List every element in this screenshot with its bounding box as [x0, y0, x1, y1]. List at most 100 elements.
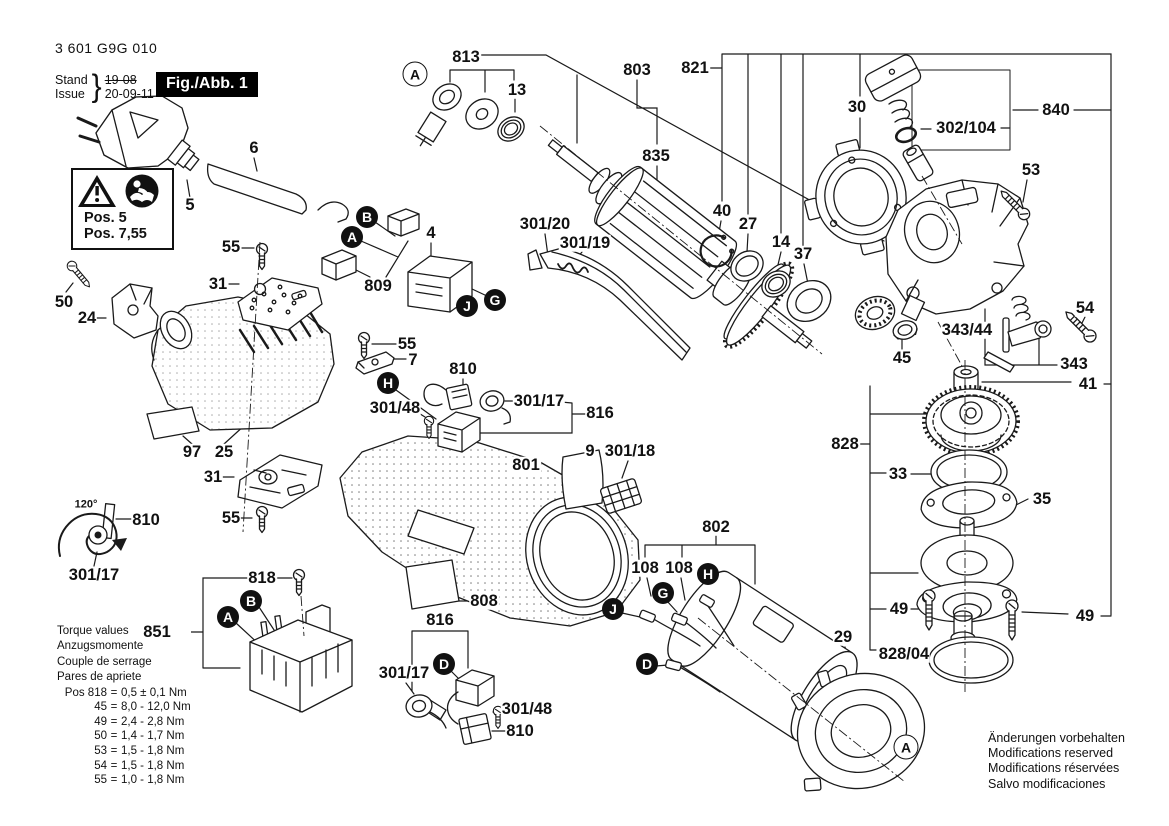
torque-title-de: Anzugsmomente	[57, 640, 144, 653]
footnote-line: Modifications réservées	[988, 761, 1120, 776]
part-baffle-9	[561, 449, 604, 510]
stand-value: 19-08	[104, 73, 137, 87]
part-label-97: 97	[181, 442, 203, 461]
part-label-808: 808	[469, 591, 499, 610]
part-label-49: 49	[1074, 606, 1096, 625]
part-label-808	[405, 559, 460, 610]
part-label-33: 33	[887, 464, 909, 483]
part-bearing-cover-30	[804, 139, 907, 256]
part-label-828: 828	[830, 434, 860, 453]
part-connector-blocks-809	[321, 208, 420, 281]
part-label-45: 45	[891, 348, 913, 367]
part-label-6: 6	[248, 138, 260, 157]
part-retainer-37	[786, 279, 832, 323]
part-label-301-20: 301/20	[518, 214, 572, 233]
part-cover-301-18	[599, 478, 643, 514]
pos-line-2: Pos. 7,55	[84, 226, 147, 242]
part-clip-7	[355, 351, 395, 375]
part-o-ring-27	[730, 250, 764, 282]
part-label-108: 108	[664, 558, 694, 577]
ref-marker-A: A	[341, 226, 363, 248]
part-pinion-nut-45	[854, 294, 926, 340]
part-label-813: 813	[451, 47, 481, 66]
modifications-note: Änderungen vorbehalten Modifications res…	[988, 731, 1125, 792]
part-label-25: 25	[213, 442, 235, 461]
torque-row: 45=8,0 - 12,0 Nm	[94, 701, 191, 714]
part-cable-coil-810	[57, 503, 127, 557]
part-name-plate-97	[146, 406, 200, 440]
torque-title-fr: Couple de serrage	[57, 655, 152, 668]
footnote-line: Modifications reserved	[988, 746, 1114, 761]
part-gear-housing	[885, 179, 1029, 315]
torque-row: 54=1,5 - 1,8 Nm	[94, 759, 185, 772]
type-number: 3 601 G9G 010	[55, 40, 158, 56]
part-label-37: 37	[792, 244, 814, 263]
part-cover-plate-31-top	[237, 277, 323, 331]
part-label-803: 803	[622, 60, 652, 79]
part-label-801: 801	[511, 455, 541, 474]
torque-row: 49=2,4 - 2,8 Nm	[94, 715, 185, 728]
ref-marker-H: H	[377, 372, 399, 394]
part-spring-301-19	[557, 262, 589, 274]
part-label-301-17: 301/17	[67, 565, 121, 584]
issue-label: Issue	[55, 87, 85, 101]
part-o-ring-828-04	[928, 636, 1014, 684]
part-label-120-: 120°	[73, 498, 99, 511]
part-label-816: 816	[425, 610, 455, 629]
part-label-54: 54	[1074, 298, 1096, 317]
part-label-40: 40	[711, 201, 733, 220]
ref-marker-J: J	[602, 598, 624, 620]
part-o-ring-302-104	[894, 126, 918, 144]
detail-box-840	[911, 69, 1011, 151]
torque-title-en: Torque values	[57, 625, 129, 637]
part-label-301-18: 301/18	[603, 441, 657, 460]
part-label-55: 55	[220, 508, 242, 527]
pos-line-1: Pos. 5	[84, 210, 127, 226]
part-label-4: 4	[425, 223, 437, 242]
ref-marker-A: A	[217, 606, 239, 628]
part-carbon-brush	[415, 111, 447, 147]
part-label-816: 816	[585, 403, 615, 422]
part-spindle-lock-840	[864, 54, 934, 182]
part-label-840: 840	[1041, 100, 1071, 119]
part-label-31: 31	[207, 274, 229, 293]
part-label-301-17: 301/17	[377, 663, 431, 682]
part-label-27: 27	[737, 214, 759, 233]
part-label-301-48: 301/48	[500, 699, 554, 718]
stand-issue-block: Stand Issue } 19-08 20-09-11	[55, 69, 154, 104]
part-bracket-24	[111, 283, 159, 339]
part-label-810: 810	[448, 359, 478, 378]
part-label-29: 29	[832, 627, 854, 646]
part-label-50: 50	[53, 292, 75, 311]
ref-marker-J: J	[456, 295, 478, 317]
part-gasket-35	[920, 481, 1018, 529]
ref-marker-G: G	[484, 289, 506, 311]
part-label-14: 14	[770, 232, 792, 251]
torque-title-es: Pares de apriete	[57, 671, 142, 684]
part-bearing-cover-29	[790, 669, 926, 792]
part-label-24: 24	[76, 308, 98, 327]
part-label-301-48: 301/48	[368, 398, 422, 417]
part-label-302-104: 302/104	[935, 118, 997, 137]
center-lines	[242, 125, 966, 783]
part-label-plate-on-housing	[407, 509, 475, 555]
part-label-7: 7	[407, 350, 419, 369]
part-wire-clip	[317, 201, 349, 223]
brace-glyph: }	[91, 69, 102, 104]
part-label-53: 53	[1020, 160, 1042, 179]
part-label-810: 810	[505, 721, 535, 740]
ref-marker-G: G	[652, 582, 674, 604]
issue-value: 20-09-11	[104, 87, 154, 101]
part-bearing-14	[761, 270, 791, 298]
part-label-49: 49	[888, 599, 910, 618]
part-label-343: 343	[1059, 354, 1089, 373]
part-fan-828	[922, 385, 1020, 457]
part-label-9: 9	[584, 441, 596, 460]
figure-label: Fig./Abb. 1	[156, 72, 258, 97]
ref-marker-B: B	[240, 590, 262, 612]
part-label-5: 5	[184, 195, 196, 214]
part-label-835: 835	[641, 146, 671, 165]
part-lever-301-20	[527, 247, 691, 361]
ref-marker-B: B	[356, 206, 378, 228]
